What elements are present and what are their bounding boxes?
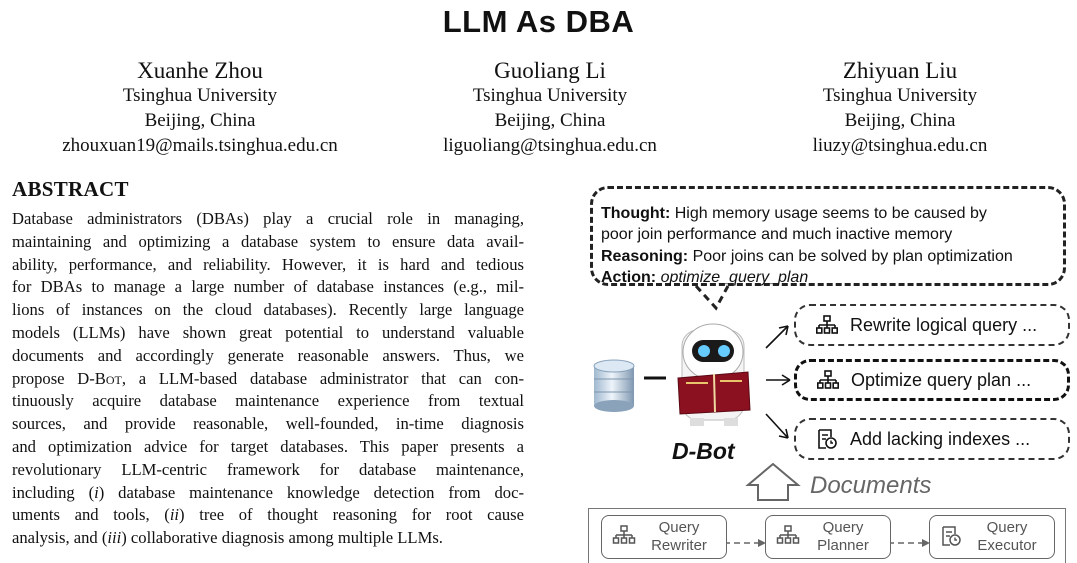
thought-label: Thought: xyxy=(601,205,671,222)
agent-name: D-Bot xyxy=(672,438,735,464)
action-option-label: Add lacking indexes ... xyxy=(850,428,1031,449)
hierarchy-icon xyxy=(776,525,800,544)
abstract-line: for DBAs to manage a large number of dat… xyxy=(12,277,524,297)
abstract-body: Database administrators (DBAs) play a cr… xyxy=(12,208,524,550)
abstract-line: and optimization advice for target datab… xyxy=(12,436,524,456)
abstract-heading: ABSTRACT xyxy=(12,177,129,201)
pipeline-stage-line1: Query xyxy=(986,519,1028,536)
action-label: Action: xyxy=(601,269,657,287)
thought-text-continued: poor join performance and much inactive … xyxy=(601,226,953,244)
abstract-line: sources, and provide reasonable, well-fo… xyxy=(12,414,524,434)
documents-label: Documents xyxy=(810,472,932,499)
author-affiliation: Tsinghua University xyxy=(122,85,278,106)
abstract-line: including (i) database maintenance knowl… xyxy=(12,482,524,502)
database-icon xyxy=(593,359,635,412)
arrow-to-index xyxy=(765,413,789,439)
speech-bubble-tail xyxy=(694,284,730,311)
documents-up-arrow xyxy=(745,462,801,501)
author-affiliation: Tsinghua University xyxy=(472,85,628,106)
author-location: Beijing, China xyxy=(144,110,256,131)
abstract-line: maintaining and optimizing a database sy… xyxy=(12,231,524,251)
author-email: liguoliang@tsinghua.edu.cn xyxy=(443,135,657,156)
reasoning-text: Poor joins can be solved by plan optimiz… xyxy=(692,247,1013,265)
author-block: Guoliang Li Tsinghua University Beijing,… xyxy=(370,56,730,158)
pipeline-stage-rewriter: Query Rewriter xyxy=(601,515,727,559)
author-email: liuzy@tsinghua.edu.cn xyxy=(812,135,988,156)
thought-text: High memory usage seems to be caused by xyxy=(674,205,987,222)
robot-reading-icon xyxy=(677,323,751,426)
action-text: optimize_query_plan xyxy=(660,269,809,287)
index-doc-icon xyxy=(942,526,961,546)
author-name: Xuanhe Zhou xyxy=(137,58,263,83)
abstract-line: analysis, and (iii) collaborative diagno… xyxy=(12,528,443,548)
action-option-index: Add lacking indexes ... xyxy=(794,418,1070,460)
pipeline-stage-line2: Executor xyxy=(977,537,1037,554)
abstract-line: propose D-Bot, a LLM-based database admi… xyxy=(12,368,524,388)
author-email: zhouxuan19@mails.tsinghua.edu.cn xyxy=(62,135,338,156)
abstract-line: ability, performance, and reliability. H… xyxy=(12,254,524,274)
action-option-label: Optimize query plan ... xyxy=(851,369,1032,390)
abstract-line: uments and tools, (ii) tree of thought r… xyxy=(12,505,524,525)
hierarchy-icon xyxy=(612,525,636,544)
index-doc-icon xyxy=(818,429,837,449)
action-option-label: Rewrite logical query ... xyxy=(850,314,1038,335)
pipeline-stage-line2: Rewriter xyxy=(651,537,707,554)
action-option-rewrite: Rewrite logical query ... xyxy=(794,304,1070,346)
abstract-line: revolutionary LLM-centric framework for … xyxy=(12,459,524,479)
author-location: Beijing, China xyxy=(494,110,606,131)
pipeline-stage-line1: Query xyxy=(658,519,700,536)
pipeline-stage-line2: Planner xyxy=(817,537,869,554)
thought-bubble: Thought: High memory usage seems to be c… xyxy=(590,186,1066,286)
hierarchy-icon xyxy=(817,370,839,389)
author-block: Zhiyuan Liu Tsinghua University Beijing,… xyxy=(720,56,1077,158)
abstract-line: models (LLMs) have shown great potential… xyxy=(12,322,524,342)
pipeline-container: Query Rewriter Query Planner xyxy=(588,508,1066,563)
author-name: Guoliang Li xyxy=(494,58,606,83)
abstract-line: tinuously acquire database maintenance e… xyxy=(12,391,524,411)
reasoning-label: Reasoning: xyxy=(601,247,689,265)
pipeline-stage-planner: Query Planner xyxy=(765,515,891,559)
pipeline-stage-executor: Query Executor xyxy=(929,515,1055,559)
author-block: Xuanhe Zhou Tsinghua University Beijing,… xyxy=(20,56,380,158)
hierarchy-icon xyxy=(816,315,838,334)
abstract-line: documents and accordingly generate reaso… xyxy=(12,345,524,365)
author-name: Zhiyuan Liu xyxy=(842,58,958,83)
paper-title: LLM As DBA xyxy=(442,4,635,39)
abstract-line: lions of instances on the cloud database… xyxy=(12,300,524,320)
author-affiliation: Tsinghua University xyxy=(822,85,978,106)
author-location: Beijing, China xyxy=(844,110,956,131)
arrow-to-rewrite xyxy=(765,325,789,349)
figure-graphics xyxy=(593,284,930,547)
abstract-line: Database administrators (DBAs) play a cr… xyxy=(12,209,524,228)
action-option-optimize: Optimize query plan ... xyxy=(794,359,1070,401)
pipeline-stage-line1: Query xyxy=(822,519,864,536)
system-figure: Thought: High memory usage seems to be c… xyxy=(578,182,1077,563)
